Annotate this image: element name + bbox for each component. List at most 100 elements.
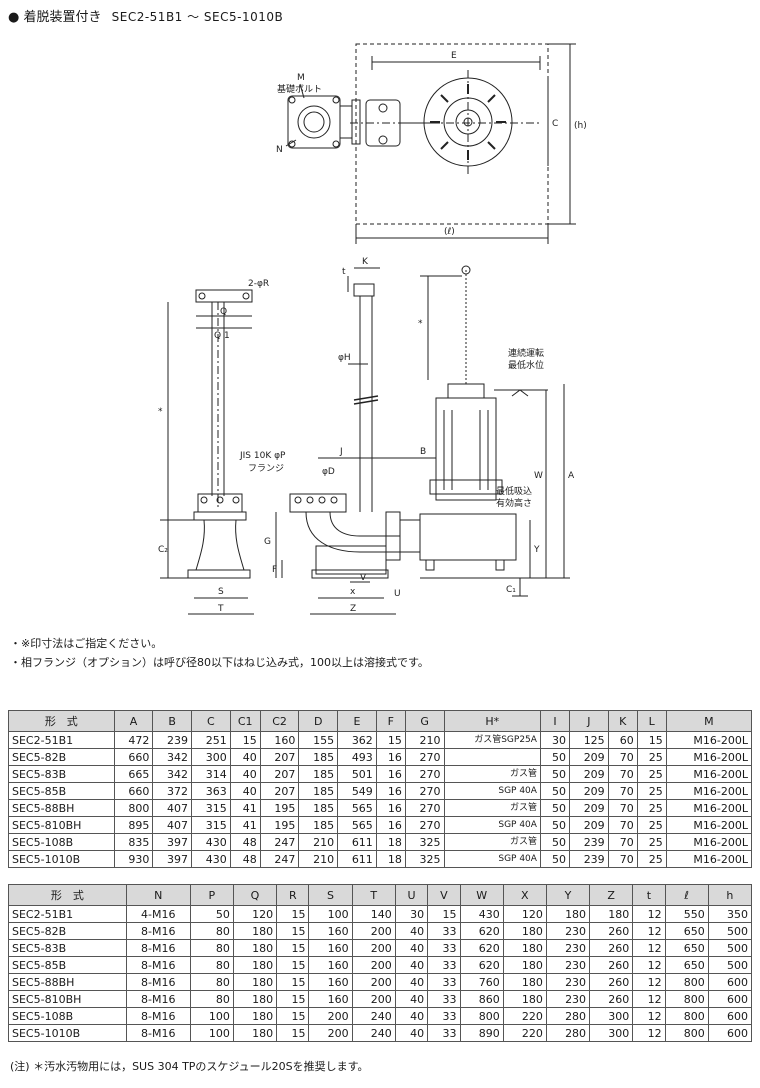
label-m: M	[297, 73, 305, 83]
model-cell: SEC5-88BH	[8, 973, 127, 991]
value-cell: SGP 40A	[443, 850, 541, 868]
value-cell: 660	[113, 782, 154, 800]
note-1: ・※印寸法はご指定ください。	[10, 637, 163, 650]
value-cell: M16-200L	[665, 731, 753, 749]
value-cell: 50	[539, 850, 570, 868]
value-cell: 16	[375, 782, 406, 800]
value-cell: 209	[568, 765, 609, 783]
value-cell: 40	[394, 990, 429, 1008]
value-cell: 430	[191, 833, 231, 851]
value-cell: 15	[276, 905, 310, 923]
value-cell: 315	[191, 799, 231, 817]
value-cell: 300	[589, 1024, 634, 1042]
model-cell: SEC5-85B	[8, 956, 127, 974]
value-cell: M16-200L	[665, 748, 753, 766]
value-cell: 8-M16	[125, 1007, 191, 1025]
value-cell: 48	[229, 833, 261, 851]
value-cell: 251	[191, 731, 231, 749]
column-header: N	[125, 884, 191, 906]
value-cell: 80	[189, 956, 234, 974]
value-cell: 15	[276, 956, 310, 974]
value-cell: 260	[589, 973, 634, 991]
column-header: I	[539, 710, 570, 732]
value-cell: 185	[298, 782, 339, 800]
value-cell: 260	[589, 990, 634, 1008]
value-cell: 650	[664, 956, 709, 974]
value-cell: 220	[502, 1024, 547, 1042]
value-cell: 500	[707, 922, 753, 940]
value-cell: 70	[607, 850, 638, 868]
column-header: F	[375, 710, 406, 732]
value-cell: M16-200L	[665, 833, 753, 851]
column-header: ℓ	[664, 884, 709, 906]
page-title: ● 着脱装置付き SEC2-51B1 ～ SEC5-1010B	[8, 6, 283, 25]
label-flange: フランジ	[248, 463, 284, 474]
value-cell: 611	[337, 850, 377, 868]
value-cell: 70	[607, 765, 638, 783]
value-cell: 41	[229, 816, 261, 834]
value-cell: 160	[308, 990, 353, 1008]
value-cell: 8-M16	[125, 1024, 191, 1042]
column-header: M	[665, 710, 753, 732]
value-cell: 33	[427, 973, 461, 991]
value-cell: 40	[229, 782, 261, 800]
model-cell: SEC5-83B	[8, 765, 115, 783]
column-header: U	[394, 884, 429, 906]
column-header: K	[607, 710, 638, 732]
value-cell: 100	[308, 905, 353, 923]
value-cell: 8-M16	[125, 922, 191, 940]
value-cell: 15	[276, 939, 310, 957]
value-cell: 207	[259, 765, 300, 783]
value-cell: 800	[664, 990, 709, 1008]
value-cell: 800	[664, 973, 709, 991]
column-header: 形 式	[8, 884, 127, 906]
value-cell: 25	[636, 833, 667, 851]
value-cell: 315	[191, 816, 231, 834]
value-cell: 50	[539, 765, 570, 783]
value-cell: 25	[636, 799, 667, 817]
value-cell: 40	[394, 922, 429, 940]
value-cell: 33	[427, 922, 461, 940]
value-cell: 185	[298, 748, 339, 766]
value-cell: 160	[308, 973, 353, 991]
model-cell: SEC5-1010B	[8, 850, 115, 868]
value-cell: 895	[113, 816, 154, 834]
value-cell: 650	[664, 922, 709, 940]
plan-view	[285, 43, 576, 244]
value-cell: 15	[276, 990, 310, 1008]
value-cell: 15	[229, 731, 261, 749]
value-cell: SGP 40A	[443, 816, 541, 834]
value-cell: 180	[232, 939, 278, 957]
column-header: B	[152, 710, 193, 732]
value-cell: 33	[427, 990, 461, 1008]
value-cell: 500	[707, 939, 753, 957]
value-cell: 611	[337, 833, 377, 851]
notes: ・※印寸法はご指定ください。 ・相フランジ（オプション）は呼び径80以下はねじ込…	[10, 634, 429, 672]
value-cell: 270	[404, 782, 445, 800]
value-cell: 50	[539, 748, 570, 766]
value-cell: 180	[502, 956, 547, 974]
value-cell: 207	[259, 748, 300, 766]
value-cell: 230	[545, 939, 591, 957]
label-2-phi-r: 2-φR	[248, 279, 269, 289]
value-cell: 325	[404, 833, 445, 851]
value-cell: 185	[298, 799, 339, 817]
value-cell: ガス管SGP25A	[443, 731, 541, 749]
value-cell: 15	[375, 731, 406, 749]
model-cell: SEC5-88BH	[8, 799, 115, 817]
value-cell: 195	[259, 816, 300, 834]
value-cell: 493	[337, 748, 377, 766]
value-cell: 25	[636, 782, 667, 800]
model-cell: SEC5-82B	[8, 922, 127, 940]
value-cell: 16	[375, 799, 406, 817]
column-header: E	[337, 710, 377, 732]
value-cell: 890	[459, 1024, 504, 1042]
column-header: W	[459, 884, 504, 906]
